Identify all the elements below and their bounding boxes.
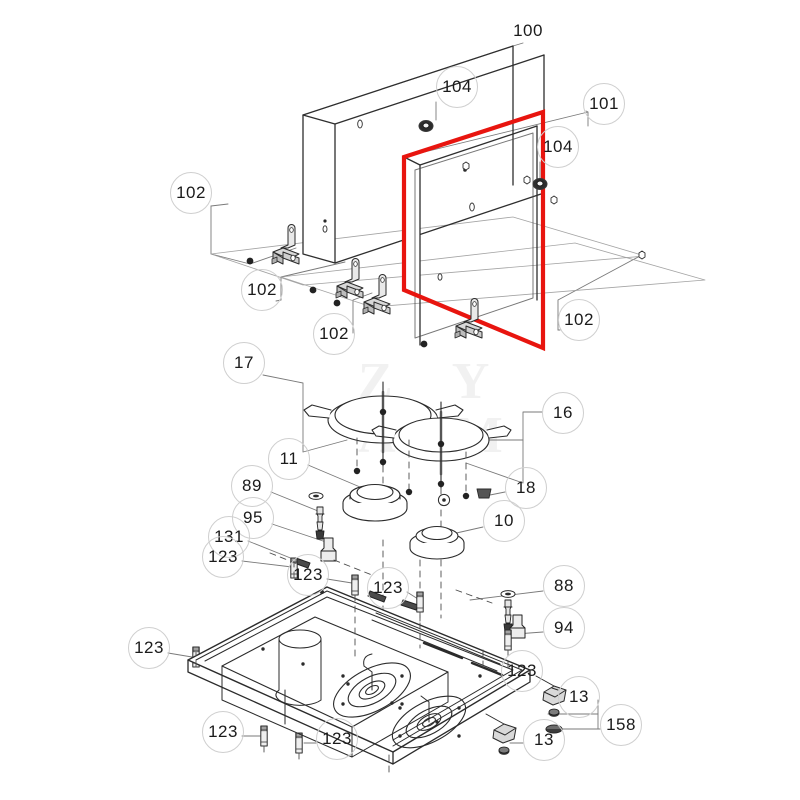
- exploded-diagram: Z Y A M: [128, 21, 706, 776]
- diagram-linework: [167, 42, 706, 776]
